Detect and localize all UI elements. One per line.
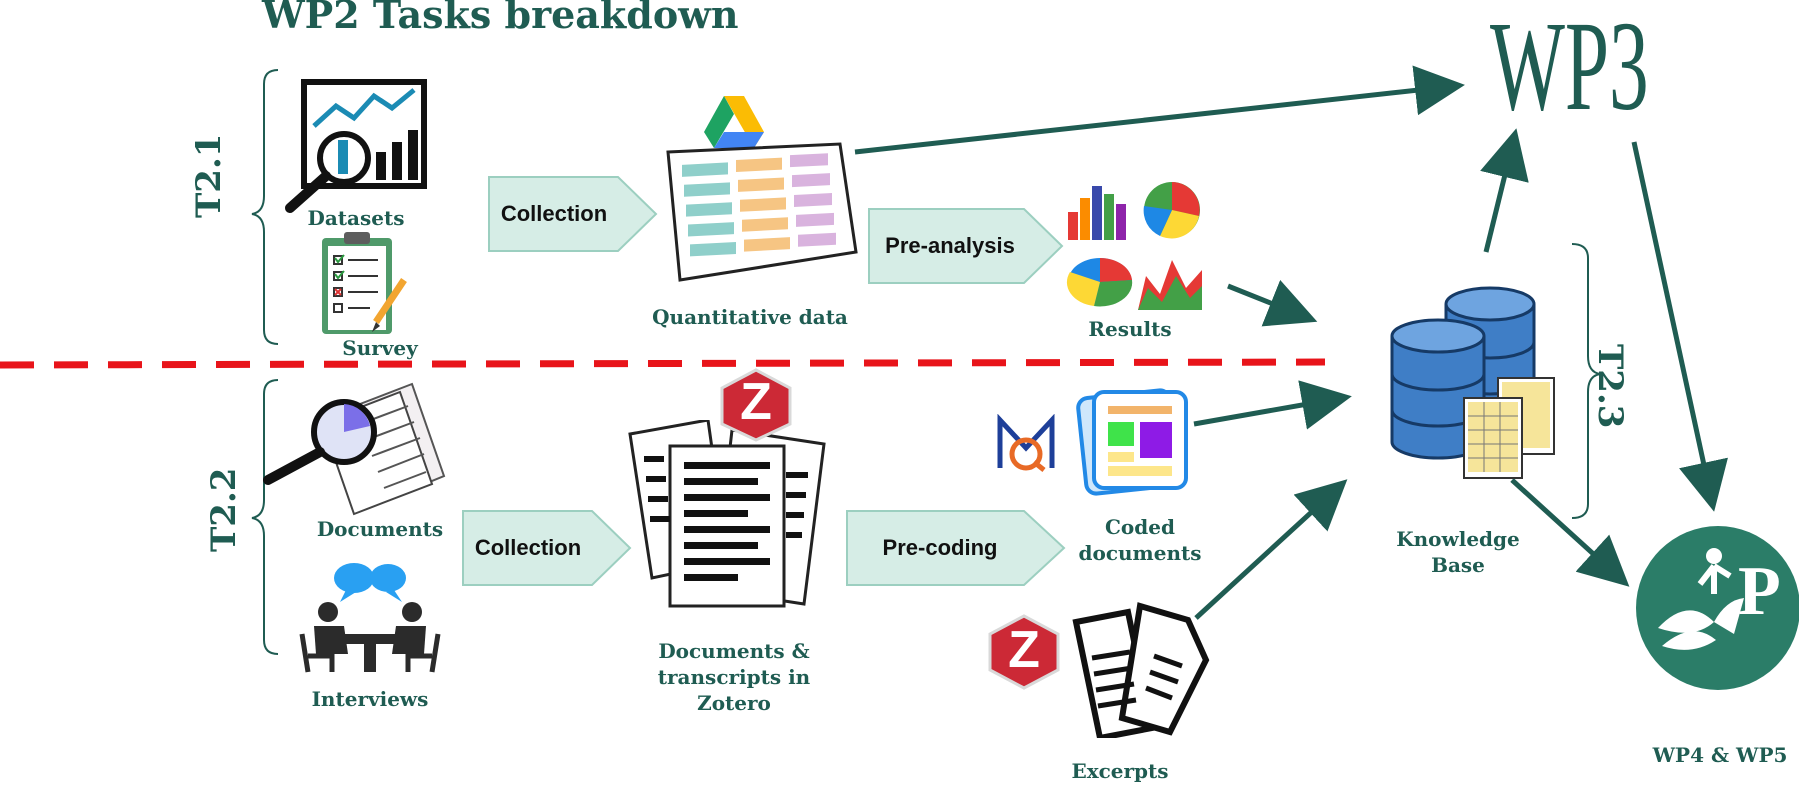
page-title: WP2 Tasks breakdown — [262, 0, 739, 37]
label-knowledge-base-line2: Base — [1431, 553, 1485, 577]
database-icon — [1390, 286, 1555, 479]
step-collection-2: Collection — [474, 535, 582, 560]
arrow-excerpts-to-kb — [1194, 479, 1348, 620]
zotero-excerpts-icon — [988, 614, 1060, 690]
step-collection-1: Collection — [500, 201, 608, 226]
arrow-wp3-to-wp4 — [1631, 141, 1728, 512]
task-label-t22: T2.2 — [204, 467, 244, 552]
label-coded-documents-line1: Coded — [1105, 515, 1175, 539]
brace-t23 — [1571, 243, 1601, 519]
step-pre-coding: Pre-coding — [882, 535, 998, 560]
label-datasets: Datasets — [307, 206, 405, 230]
wp3-label: WP3 — [1490, 0, 1649, 137]
task-label-t21: T2.1 — [189, 133, 229, 218]
task-divider — [0, 358, 1326, 369]
arrow-quant-to-wp3 — [854, 65, 1465, 155]
step-pre-coding-shape — [846, 510, 1066, 586]
arrow-kb-to-wp4 — [1510, 478, 1630, 587]
label-documents-zotero-line3: Zotero — [697, 691, 771, 715]
brace-t21 — [251, 69, 279, 345]
spreadsheet-icon — [666, 142, 858, 282]
coded-document-icon — [1076, 388, 1188, 496]
magnifier-document-icon — [263, 382, 446, 516]
step-pre-analysis: Pre-analysis — [885, 233, 1015, 258]
label-excerpts: Excerpts — [1071, 759, 1169, 783]
wp-logo-icon — [1636, 526, 1799, 690]
wp-logo-letter: P — [1738, 553, 1781, 630]
label-coded-documents-line2: documents — [1078, 541, 1202, 565]
arrow-kb-to-wp3 — [1480, 128, 1529, 253]
maxqda-icon — [997, 414, 1055, 472]
chart-magnifier-icon — [285, 79, 427, 213]
label-wp4-wp5: WP4 & WP5 — [1652, 743, 1788, 767]
step-pre-analysis-shape — [868, 208, 1064, 284]
task-label-t23: T2.3 — [1590, 344, 1630, 429]
step-collection-1-shape — [488, 176, 658, 252]
charts-icon — [1066, 182, 1202, 310]
zotero-excerpts-letter: Z — [1008, 621, 1040, 679]
label-results: Results — [1088, 317, 1172, 341]
label-documents-zotero-line2: transcripts in — [657, 665, 811, 689]
arrow-results-to-kb — [1227, 279, 1318, 327]
meeting-icon — [299, 563, 441, 673]
zotero-icon — [720, 368, 792, 442]
step-collection-2-shape — [462, 510, 632, 586]
label-survey: Survey — [342, 336, 418, 360]
label-interviews: Interviews — [311, 687, 429, 711]
excerpt-pages-icon — [1072, 602, 1210, 738]
label-knowledge-base-line1: Knowledge — [1396, 527, 1520, 551]
label-documents-zotero-line1: Documents & — [658, 639, 810, 663]
brace-t22 — [251, 379, 279, 655]
label-documents: Documents — [316, 517, 444, 541]
label-quantitative-data: Quantitative data — [652, 305, 848, 329]
zotero-letter: Z — [740, 373, 772, 431]
google-drive-icon — [704, 96, 764, 148]
document-stack-icon — [628, 420, 826, 608]
arrow-coded-to-kb — [1193, 380, 1352, 430]
clipboard-icon — [322, 232, 407, 334]
